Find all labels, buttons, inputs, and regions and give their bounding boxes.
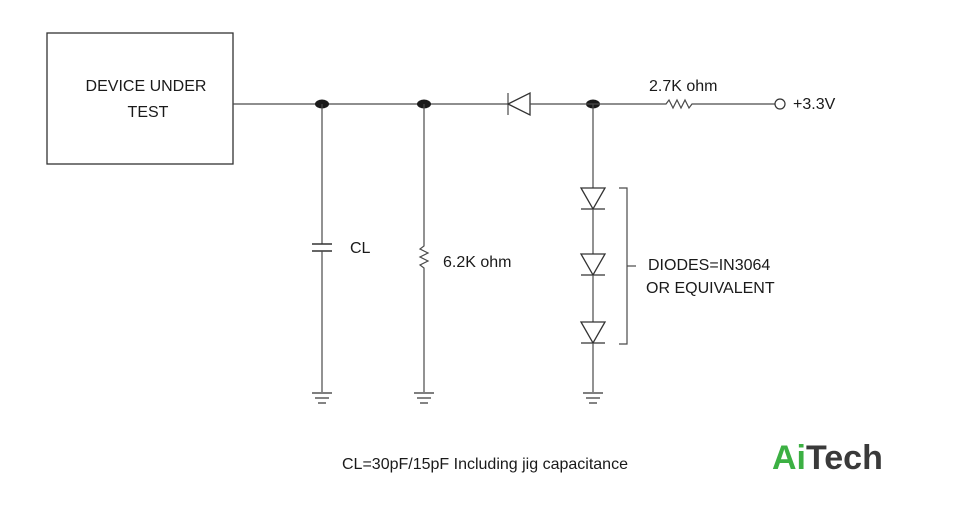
aitech-logo: AiTech	[772, 439, 883, 477]
supply-label: +3.3V	[793, 96, 836, 113]
diodes-note-line1: DIODES=IN3064	[648, 257, 770, 274]
capacitor-branch	[312, 104, 332, 392]
supply-terminal	[774, 98, 786, 110]
dut-label-line1: DEVICE UNDER	[86, 78, 207, 95]
pulldown-resistor-branch	[418, 104, 430, 392]
series-resistor-label: 2.7K ohm	[649, 78, 717, 95]
capacitance-caption: CL=30pF/15pF Including jig capacitance	[342, 456, 628, 473]
device-under-test-box	[46, 32, 234, 165]
logo-text-tech: Tech	[806, 439, 883, 477]
diodes-note-line2: OR EQUIVALENT	[646, 280, 775, 297]
stack-diode-3	[579, 321, 607, 345]
diode-stack-bracket	[619, 187, 628, 345]
stack-diode-1	[579, 187, 607, 211]
ground-symbol-resistor	[414, 392, 434, 404]
ground-symbol-capacitor	[312, 392, 332, 404]
series-resistor-symbol	[660, 98, 700, 110]
svg-text:AiTech: AiTech	[772, 439, 883, 477]
pulldown-resistor-label: 6.2K ohm	[443, 254, 511, 271]
ground-symbol-diodes	[583, 392, 603, 404]
series-diode-symbol	[506, 91, 531, 117]
logo-text-ai: Ai	[772, 439, 806, 477]
stack-diode-2	[579, 253, 607, 277]
capacitor-label: CL	[350, 240, 371, 257]
dut-label-line2: TEST	[128, 104, 169, 121]
